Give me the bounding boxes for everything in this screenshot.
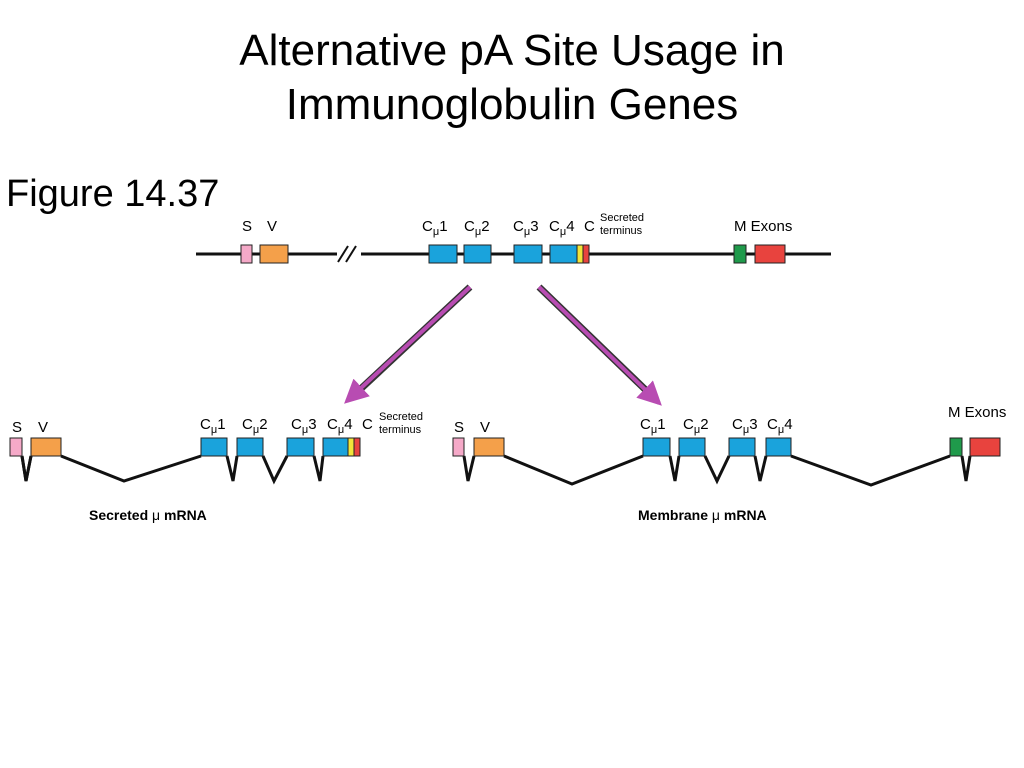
membrane-c4-exon: [765, 437, 792, 457]
title-line-1: Alternative pA Site Usage in: [239, 26, 785, 75]
secreted-terminus-red: [353, 437, 361, 457]
gene-label-m-exons: M Exons: [734, 218, 792, 235]
membrane-label-m-exons: M Exons: [948, 404, 1006, 421]
gene-v-exon: [259, 244, 289, 264]
membrane-introns: [462, 454, 972, 487]
membrane-label-c3: Cμ3: [732, 416, 758, 436]
gene-c4-exon: [549, 244, 578, 264]
gene-locus: S V Cμ1 Cμ2 Cμ3 Cμ4 C Secreted terminus …: [196, 212, 831, 264]
gene-break-slash-1: [337, 245, 349, 263]
secreted-label-c4: Cμ4: [327, 416, 353, 436]
gene-secreted-terminus-red: [582, 244, 590, 264]
gene-label-secreted-c: C: [584, 218, 595, 235]
membrane-v-exon: [473, 437, 505, 457]
secreted-label-secreted-2: terminus: [379, 424, 422, 436]
arrow-to-membrane-fill: [537, 285, 662, 406]
gene-label-c3: Cμ3: [513, 218, 539, 238]
gene-label-secreted-1: Secreted: [600, 212, 644, 224]
secreted-label-v: V: [38, 419, 48, 436]
gene-label-s: S: [242, 218, 252, 235]
membrane-m-exon-1: [949, 437, 963, 457]
slide-title: Alternative pA Site Usage in Immunoglobu…: [0, 24, 1024, 132]
membrane-m-exon-2: [969, 437, 1001, 457]
secreted-label-c3: Cμ3: [291, 416, 317, 436]
secreted-terminus-yellow: [347, 437, 355, 457]
figure-label: Figure 14.37: [6, 173, 219, 215]
secreted-caption: Secreted μ mRNA: [89, 507, 207, 523]
membrane-c3-exon: [728, 437, 756, 457]
membrane-label-c2: Cμ2: [683, 416, 709, 436]
secreted-v-exon: [30, 437, 62, 457]
gene-secreted-terminus-yellow: [576, 244, 584, 264]
gene-label-c1: Cμ1: [422, 218, 448, 238]
secreted-label-c1: Cμ1: [200, 416, 226, 436]
membrane-caption: Membrane μ mRNA: [638, 507, 767, 523]
gene-label-secreted-2: terminus: [600, 225, 643, 237]
membrane-c2-exon: [678, 437, 706, 457]
secreted-label-secreted-c: C: [362, 416, 373, 433]
secreted-introns: [20, 454, 325, 485]
secreted-label-c2: Cμ2: [242, 416, 268, 436]
gene-break-gap: [337, 246, 361, 262]
membrane-s-exon: [452, 437, 465, 457]
title-line-2: Immunoglobulin Genes: [285, 80, 739, 129]
membrane-label-c4: Cμ4: [767, 416, 793, 436]
secreted-c3-exon: [286, 437, 315, 457]
gene-label-c4: Cμ4: [549, 218, 575, 238]
membrane-mrna: S V Cμ1 Cμ2 Cμ3 Cμ4 M Exons Membrane μ m…: [452, 404, 1006, 523]
secreted-c1-exon: [200, 437, 228, 457]
membrane-label-v: V: [480, 419, 490, 436]
secreted-c4-exon: [322, 437, 349, 457]
gene-c2-exon: [463, 244, 492, 264]
membrane-label-c1: Cμ1: [640, 416, 666, 436]
membrane-label-s: S: [454, 419, 464, 436]
gene-label-v: V: [267, 218, 277, 235]
gene-m-exon-1: [733, 244, 747, 264]
arrow-to-secreted-fill: [344, 285, 472, 404]
gene-break-slash-2: [345, 245, 357, 263]
gene-s-exon: [240, 244, 253, 264]
gene-m-exon-2: [754, 244, 786, 264]
gene-label-c2: Cμ2: [464, 218, 490, 238]
secreted-label-secreted-1: Secreted: [379, 411, 423, 423]
secreted-mrna: S V Cμ1 Cμ2 Cμ3 Cμ4 C Secreted terminus …: [9, 411, 423, 523]
secreted-s-exon: [9, 437, 23, 457]
gene-c1-exon: [428, 244, 458, 264]
gene-c3-exon: [513, 244, 543, 264]
membrane-c1-exon: [642, 437, 671, 457]
secreted-c2-exon: [236, 437, 264, 457]
secreted-label-s: S: [12, 419, 22, 436]
